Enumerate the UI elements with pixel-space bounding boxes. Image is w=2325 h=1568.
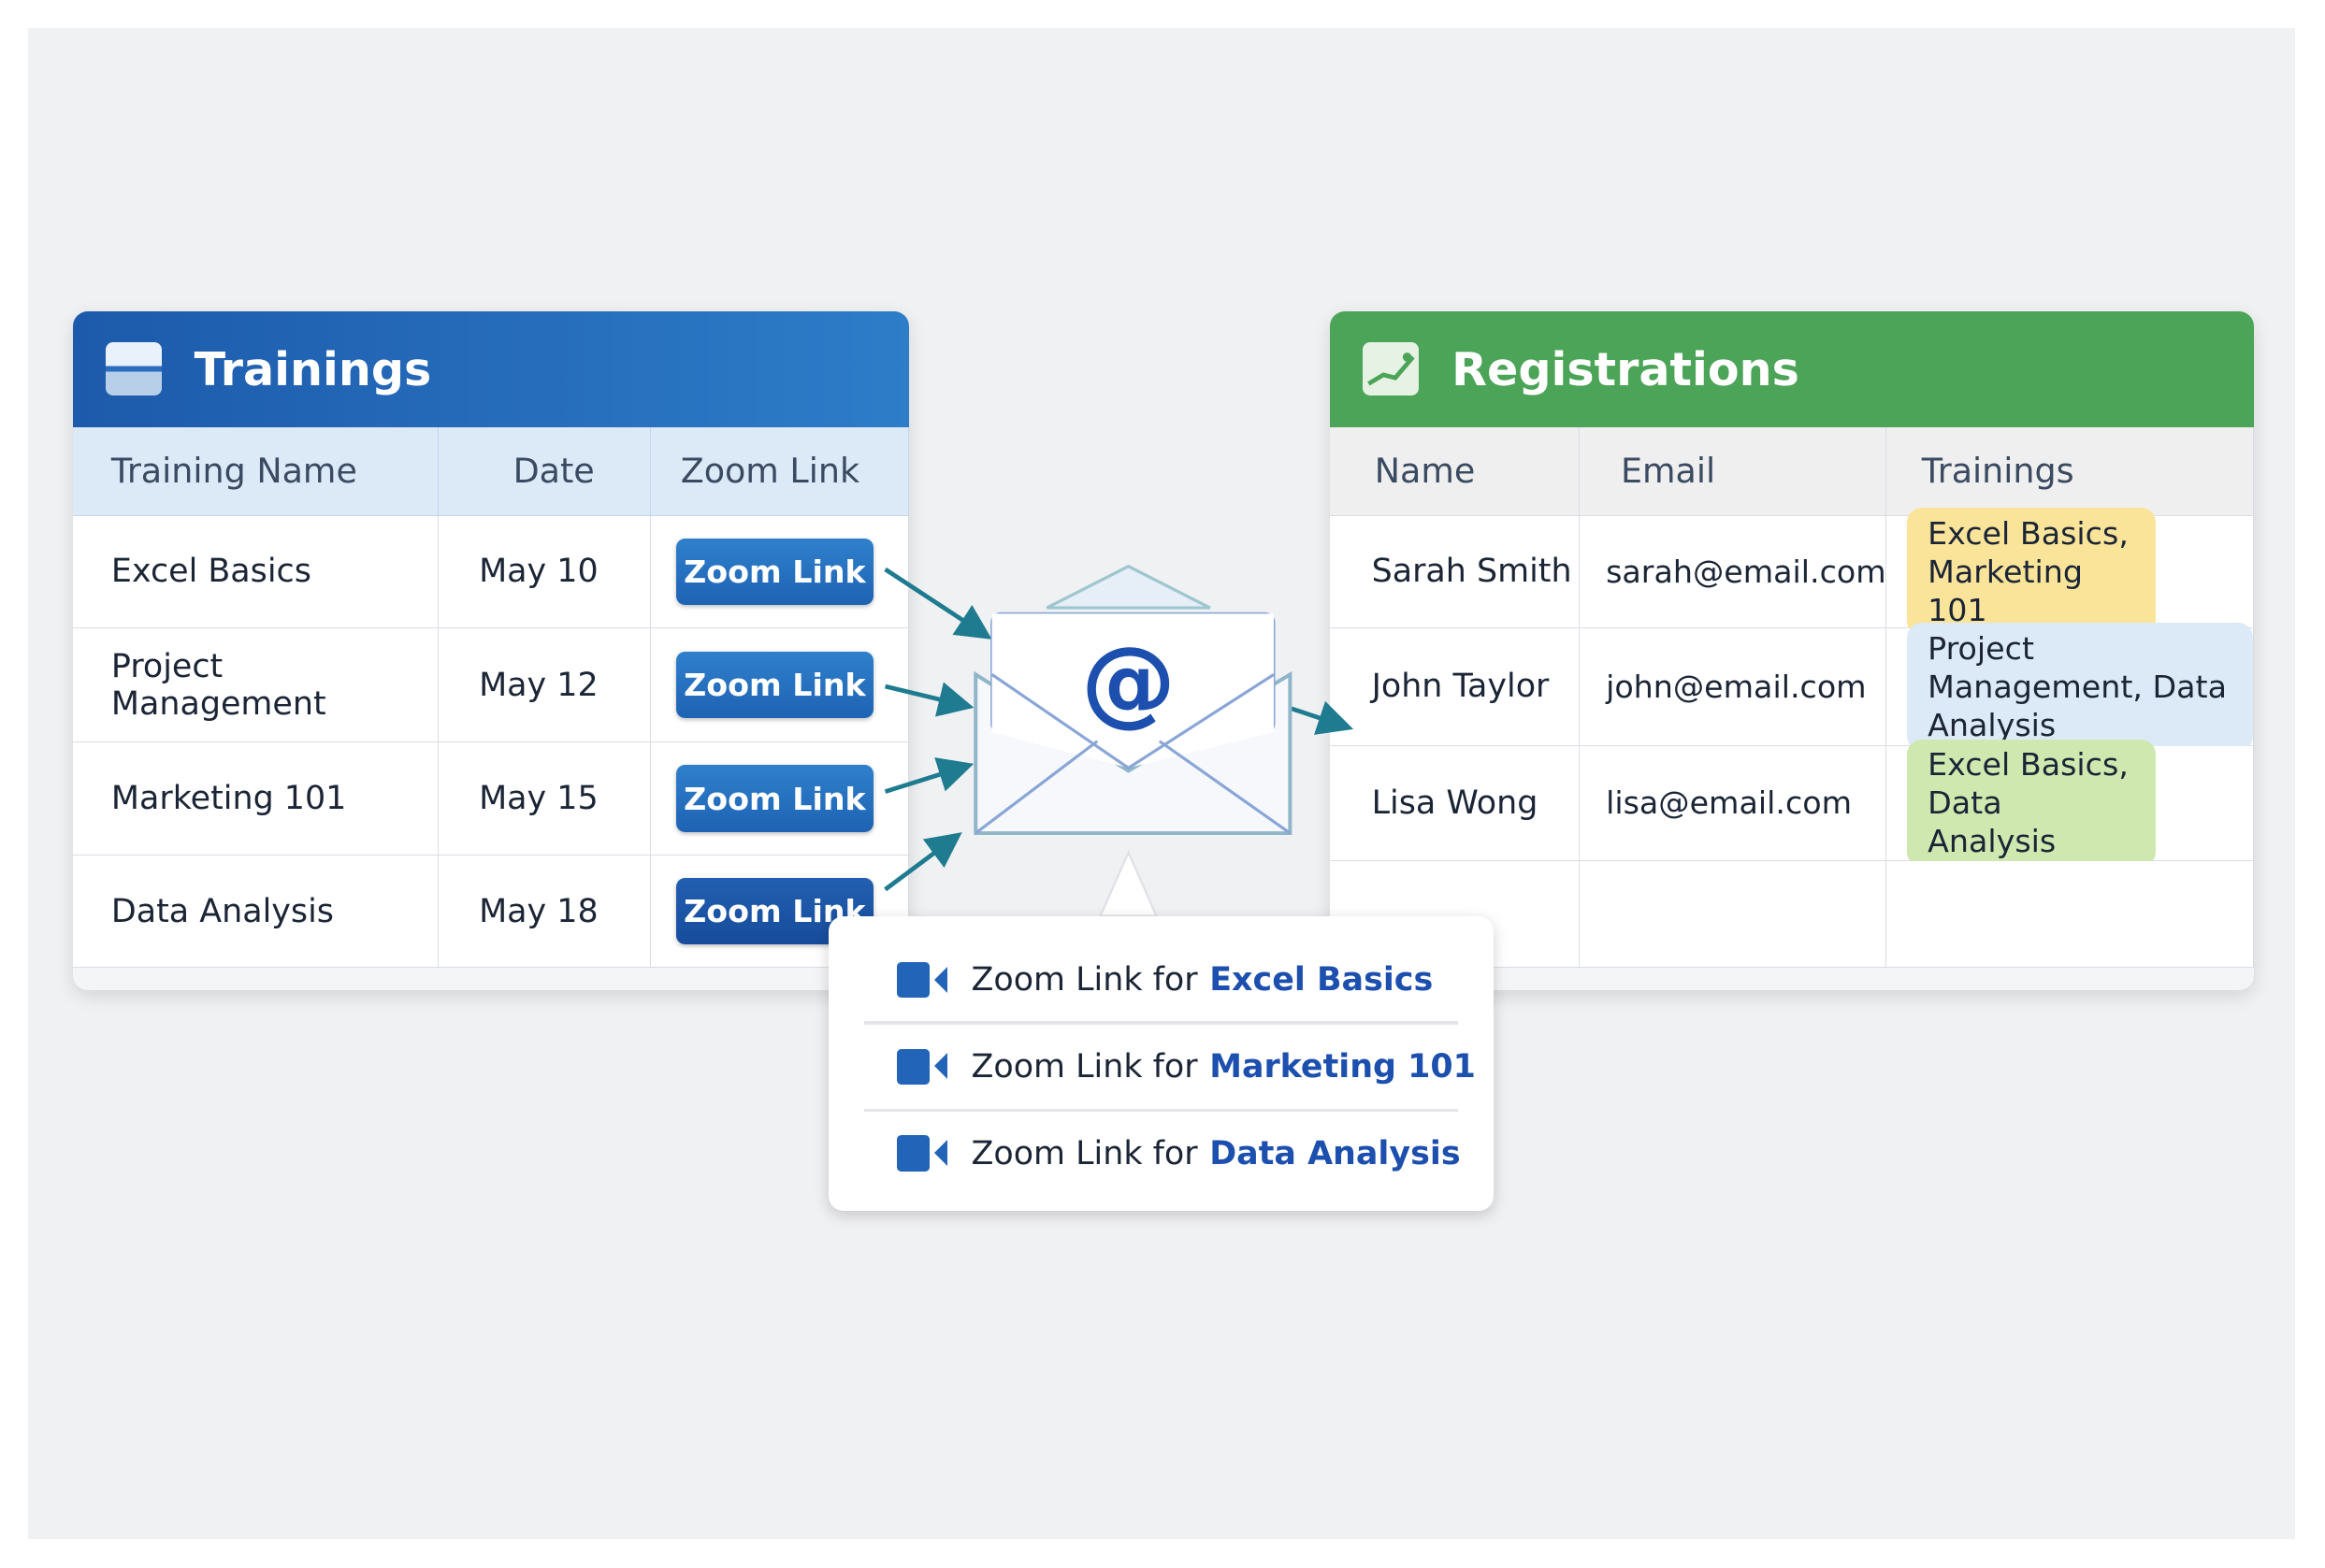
popup-divider [864,1108,1458,1113]
training-tag: Project Management, Data Analysis [1906,623,2253,751]
arrow-2 [884,682,975,717]
registrations-title: Registrations [1451,341,1799,396]
popup-zoom-link-item[interactable]: Zoom Link for Excel Basics [897,950,1433,1009]
popup-item-training: Excel Basics [1209,960,1434,999]
training-name-cell: Data Analysis [72,855,440,969]
training-name-cell: Project Management [72,628,440,743]
registrant-name-cell: Sarah Smith [1330,515,1580,629]
arrow-4 [884,832,962,892]
popup-zoom-link-item[interactable]: Zoom Link for Data Analysis [897,1124,1461,1183]
empty-cell [1579,861,1886,969]
zoom-link-button[interactable]: Zoom Link [675,652,874,719]
column-header: Email [1579,426,1886,516]
arrow-3 [884,757,975,794]
registrant-trainings-cell: Project Management, Data Analysis [1885,623,2254,751]
empty-cell [1885,861,2254,969]
popup-pointer [1098,849,1159,918]
training-date-cell: May 10 [439,515,652,629]
popup-zoom-link-item[interactable]: Zoom Link for Marketing 101 [897,1037,1476,1096]
trainings-title: Trainings [194,341,432,396]
popup-item-training: Data Analysis [1209,1134,1461,1172]
training-name-cell: Excel Basics [72,515,440,629]
popup-divider [864,1021,1458,1025]
training-name-cell: Marketing 101 [72,742,440,856]
zoom-link-cell: Zoom Link [651,628,909,743]
zoom-link-button[interactable]: Zoom Link [675,765,874,832]
video-camera-icon [897,1048,948,1085]
table-icon [105,342,162,396]
envelope-at-icon: @ [974,564,1292,836]
column-header: Training Name [72,426,440,516]
popup-item-prefix: Zoom Link for [971,960,1198,999]
registrant-email-cell[interactable]: john@email.com [1579,628,1886,746]
training-date-cell: May 12 [439,628,652,743]
popup-item-prefix: Zoom Link for [971,1134,1198,1172]
zoom-link-cell: Zoom Link [651,515,909,629]
sheet-chart-icon [1363,342,1420,396]
popup-item-prefix: Zoom Link for [971,1047,1198,1086]
column-header: Name [1330,426,1580,516]
registrant-email-cell[interactable]: sarah@email.com [1579,515,1886,629]
registrant-trainings-cell: Excel Basics, Marketing 101 [1885,508,2254,636]
popup-item-training: Marketing 101 [1209,1047,1476,1086]
registrations-header: Registrations [1330,310,2254,427]
arrow-1 [884,567,992,640]
video-camera-icon [897,961,948,998]
training-tag: Excel Basics, Marketing 101 [1906,508,2157,636]
registrant-email-cell[interactable]: lisa@email.com [1579,745,1886,862]
zoom-link-button[interactable]: Zoom Link [675,538,874,606]
column-header: Date [439,426,652,516]
video-camera-icon [897,1135,948,1172]
svg-text:@: @ [1081,626,1176,737]
registrant-name-cell: Lisa Wong [1330,745,1580,862]
training-date-cell: May 18 [439,855,652,969]
trainings-header: Trainings [72,310,909,427]
column-header: Zoom Link [651,426,909,516]
registrant-trainings-cell: Excel Basics, Data Analysis [1885,739,2254,867]
training-tag: Excel Basics, Data Analysis [1906,739,2157,867]
training-date-cell: May 15 [439,742,652,856]
registrant-name-cell: John Taylor [1330,628,1580,746]
zoom-link-cell: Zoom Link [651,742,909,856]
arrow-out [1291,700,1354,735]
